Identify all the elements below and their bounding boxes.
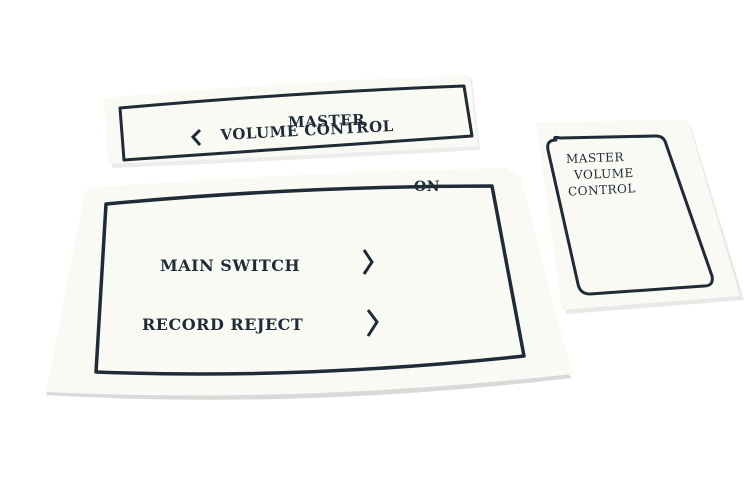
small-decal-border bbox=[546, 134, 714, 296]
top-decal-border bbox=[118, 84, 474, 162]
small-decal bbox=[536, 120, 744, 314]
main-switch-label: MAIN SWITCH bbox=[160, 256, 301, 275]
small-decal-line2: VOLUME bbox=[573, 165, 634, 183]
chevron-right-icon bbox=[362, 249, 374, 275]
chevron-right-icon bbox=[366, 309, 379, 337]
small-decal-line1: MASTER bbox=[565, 149, 625, 167]
on-label: ON bbox=[414, 179, 440, 195]
top-decal bbox=[104, 76, 480, 168]
main-decal bbox=[46, 168, 572, 400]
main-decal-border bbox=[94, 184, 526, 376]
chevron-left-icon bbox=[190, 128, 202, 146]
record-reject-label: RECORD REJECT bbox=[142, 315, 304, 334]
